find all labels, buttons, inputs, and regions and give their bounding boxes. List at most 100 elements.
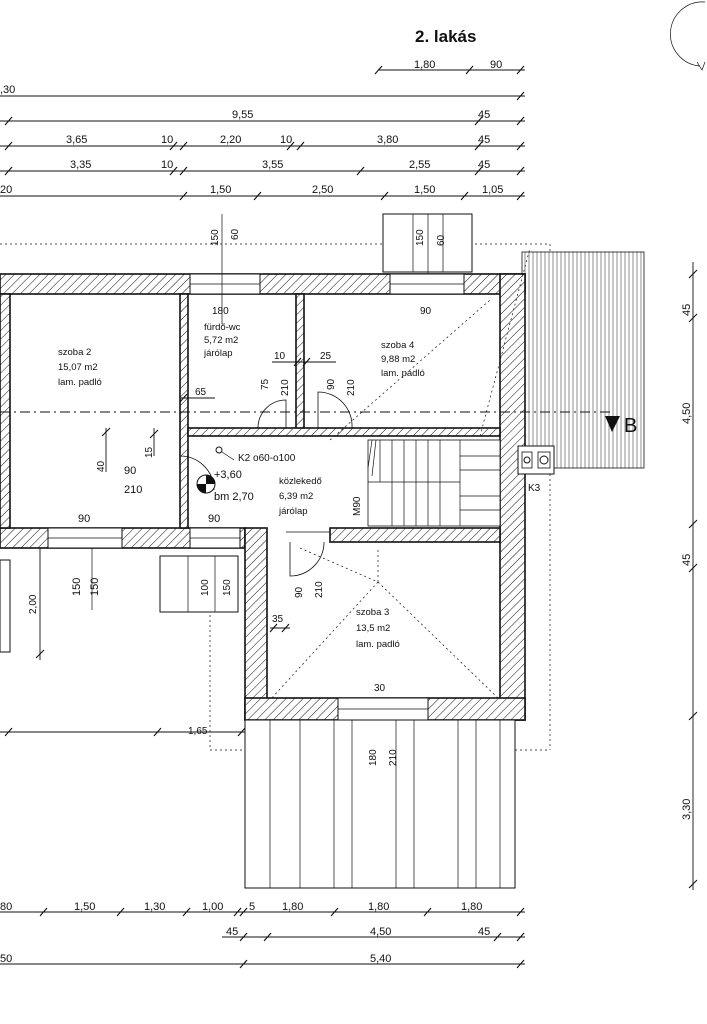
- dim-top-255: 2,55: [409, 159, 430, 171]
- room-szoba4-floor: lam. padló: [381, 368, 425, 379]
- dim-top-335: 3,35: [70, 159, 91, 171]
- dim-bottom-45a: 45: [226, 926, 238, 938]
- room-szoba4-area: 9,88 m2: [381, 354, 415, 365]
- dim-right-450: 4,50: [681, 403, 693, 424]
- hall-window-h2: 150: [222, 579, 233, 596]
- room-furdo-floor: járólap: [203, 348, 233, 359]
- dim-top-30: ,30: [0, 84, 15, 96]
- north-arrow-head-icon: [696, 61, 706, 71]
- plan-title: 2. lakás: [415, 27, 476, 46]
- dim-65: 65: [195, 387, 207, 398]
- dim-top-355: 3,55: [262, 159, 283, 171]
- room-szoba3-name: szoba 3: [356, 607, 389, 618]
- bottom-dimension-lines: [0, 907, 525, 969]
- roof-overhang-hatch: [521, 251, 645, 469]
- szoba3-window-h2: 210: [388, 749, 399, 766]
- dim-bottom-130: 1,30: [144, 901, 165, 913]
- section-marker-b: B: [624, 415, 637, 437]
- dim-bottom-180c: 1,80: [461, 901, 482, 913]
- room-szoba3-floor: lam. padló: [356, 639, 400, 650]
- dim-right-330: 3,30: [681, 799, 693, 820]
- dim-top-150b: 1,50: [414, 184, 435, 196]
- furdo-window-h2: 60: [230, 228, 241, 240]
- room-szoba4-name: szoba 4: [381, 340, 414, 351]
- dim-top-20: 20: [0, 184, 12, 196]
- szoba2-window-h1: 150: [71, 578, 83, 596]
- dim-right-45a: 45: [681, 304, 693, 316]
- dim-bottom-180a: 1,80: [282, 901, 303, 913]
- dim-165: 1,65: [188, 726, 208, 737]
- dim-top-45b: 45: [478, 134, 490, 146]
- dim-top-180: 1,80: [414, 59, 435, 71]
- szoba3-roof-lines: [269, 247, 531, 701]
- chimney-k2-label: K2 o60-o100: [238, 453, 296, 464]
- szoba2-door-width: 90: [124, 465, 136, 477]
- dim-right-45b: 45: [681, 554, 693, 566]
- szoba4-door-width: 90: [326, 378, 337, 390]
- dim-bottom-5: 5: [249, 901, 255, 913]
- dim-bottom-80: 80: [0, 901, 12, 913]
- szoba4-window-h1: 150: [415, 229, 426, 246]
- dim-bottom-50: 50: [0, 953, 12, 965]
- szoba3-window-h1: 180: [368, 749, 379, 766]
- wall-thickness-10: 10: [274, 351, 286, 362]
- dim-top-45a: 45: [478, 109, 490, 121]
- dim-bottom-180b: 1,80: [368, 901, 389, 913]
- dim-top-105: 1,05: [482, 184, 503, 196]
- room-szoba2-floor: lam. padló: [58, 377, 102, 388]
- room-kozlekedo-name: közlekedő: [279, 476, 322, 487]
- furdo-window-width: 180: [212, 306, 229, 317]
- chimney-k3: [517, 445, 555, 475]
- balcony-roof: [244, 719, 516, 889]
- dim-top-380: 3,80: [377, 134, 398, 146]
- szoba2-window-h2: 150: [89, 578, 101, 596]
- room-szoba3-area: 13,5 m2: [356, 623, 390, 634]
- right-dimension-line: [688, 262, 698, 890]
- dim-top-150a: 1,50: [210, 184, 231, 196]
- dim-top-220: 2,20: [220, 134, 241, 146]
- szoba4-window-h2: 60: [436, 234, 447, 246]
- room-furdo-name: fürdő-wc: [204, 322, 241, 333]
- dim-top-955: 9,55: [232, 109, 253, 121]
- szoba2-window-width: 90: [78, 513, 90, 525]
- szoba3-window-width: 30: [374, 683, 386, 694]
- furdo-door-width: 75: [260, 378, 271, 390]
- dim-bottom-45b: 45: [478, 926, 490, 938]
- room-szoba2-area: 15,07 m2: [58, 362, 98, 373]
- room-kozlekedo-floor: járólap: [278, 506, 308, 517]
- dim-top-10a: 10: [161, 134, 173, 146]
- dim-top-365: 3,65: [66, 134, 87, 146]
- dim-top-45c: 45: [478, 159, 490, 171]
- furdo-window-h1: 150: [210, 229, 221, 246]
- window-projection-hall: [159, 555, 239, 613]
- room-szoba2-name: szoba 2: [58, 347, 91, 358]
- dim-35: 35: [272, 614, 284, 625]
- dim-top-10b: 10: [280, 134, 292, 146]
- dim-40: 40: [96, 460, 107, 472]
- dim-200: 2,00: [28, 594, 39, 614]
- ceiling-height-label: bm 2,70: [214, 491, 254, 503]
- level-label: +3,60: [214, 469, 242, 481]
- interior-dimension-lines: [0, 357, 336, 737]
- stair-note: M90: [352, 496, 363, 516]
- dim-15: 15: [144, 446, 155, 458]
- dim-top-10c: 10: [161, 159, 173, 171]
- level-marker-icon: [196, 446, 235, 494]
- dim-bottom-450: 4,50: [370, 926, 391, 938]
- szoba3-door-height: 210: [314, 581, 325, 598]
- room-kozlekedo-area: 6,39 m2: [279, 491, 313, 502]
- window-projection-szoba4: [382, 213, 473, 273]
- dim-bottom-150: 1,50: [74, 901, 95, 913]
- hall-window-h1: 100: [200, 579, 211, 596]
- szoba3-door-width: 90: [294, 586, 305, 598]
- top-dimension-lines: [0, 65, 525, 201]
- dim-top-250: 2,50: [312, 184, 333, 196]
- szoba4-window-width: 90: [420, 306, 432, 317]
- dim-bottom-100: 1,00: [202, 901, 223, 913]
- szoba2-door-height: 210: [124, 484, 142, 496]
- staircase: [367, 439, 501, 527]
- furdo-door-height: 210: [280, 379, 291, 396]
- hall-window-width: 90: [208, 513, 220, 525]
- wall-thickness-25: 25: [320, 351, 332, 362]
